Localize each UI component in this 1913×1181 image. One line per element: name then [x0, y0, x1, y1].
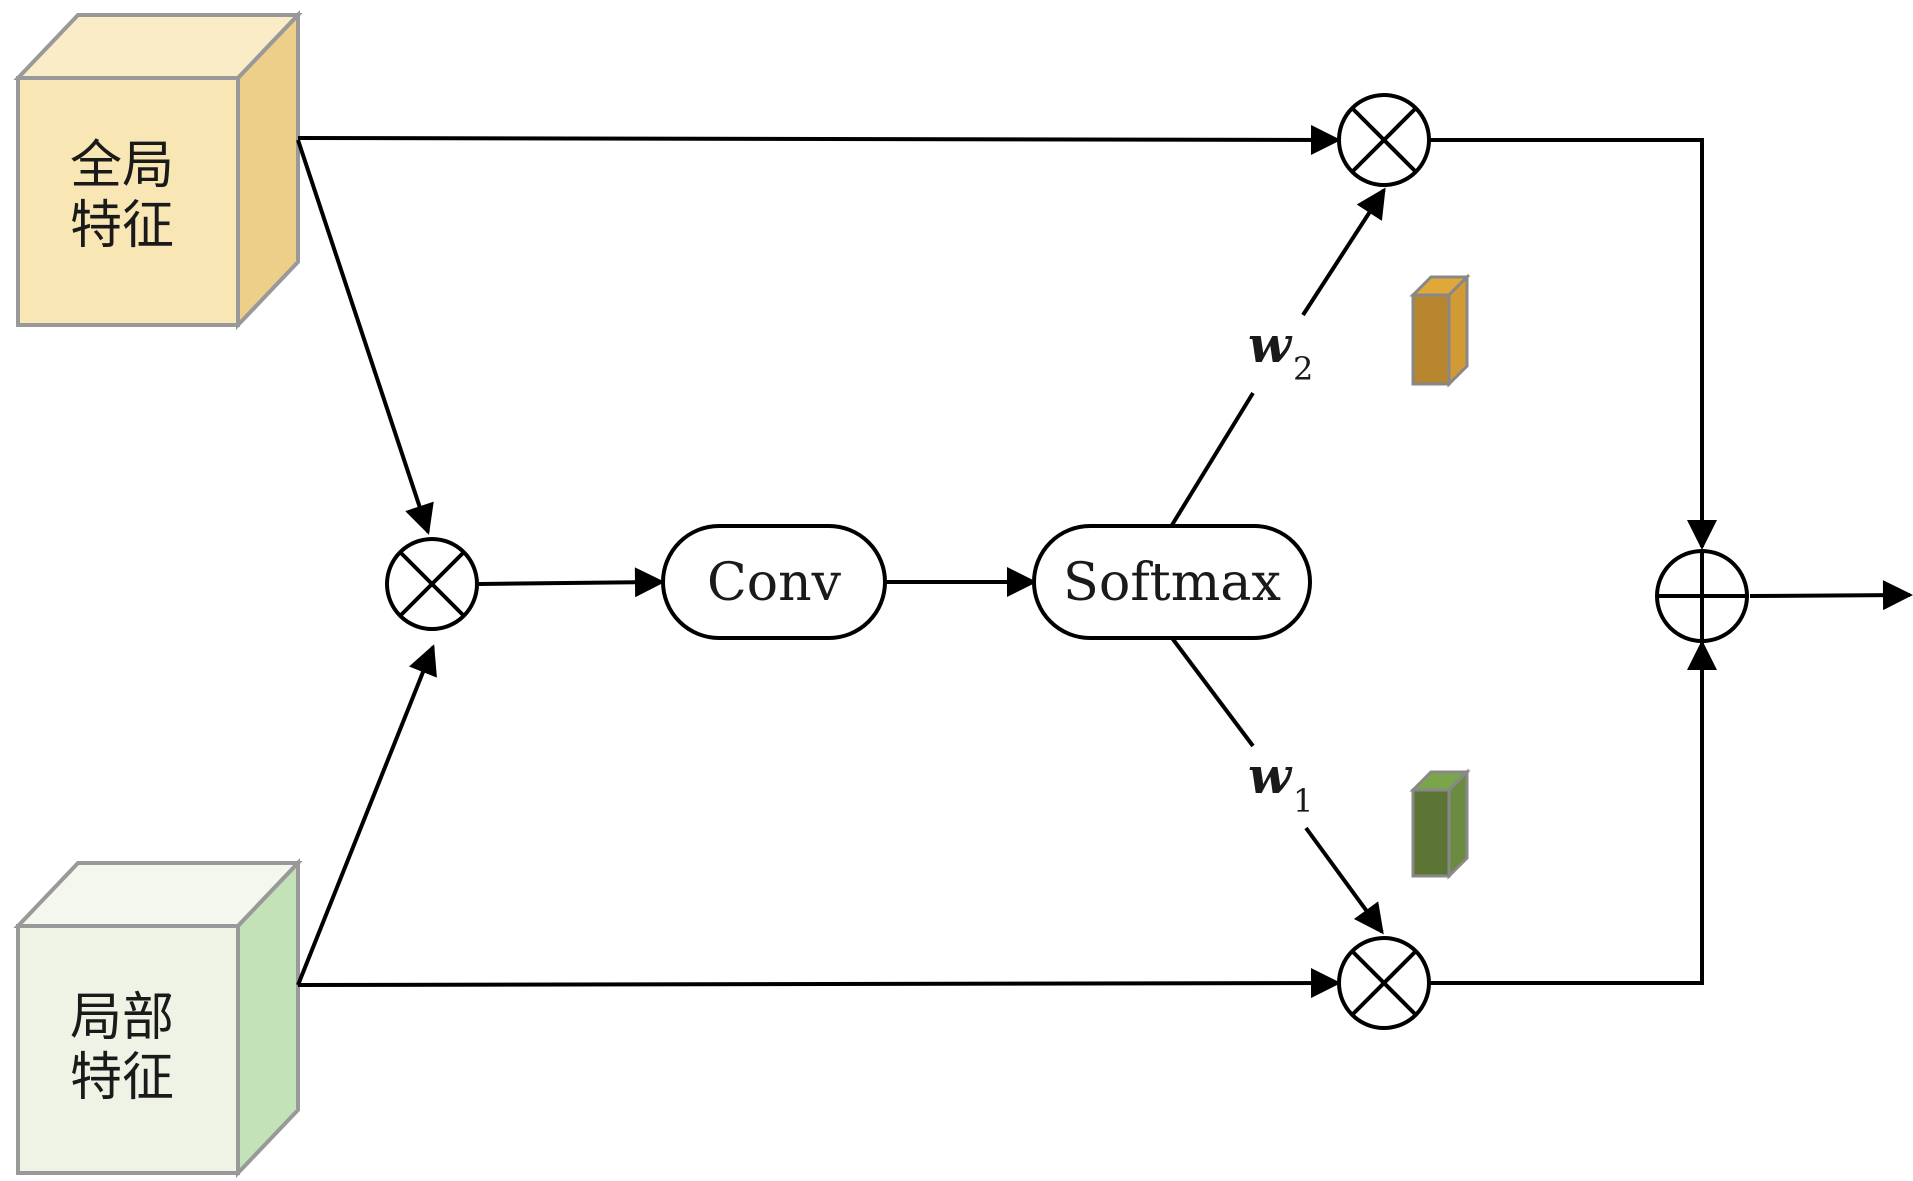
w1-to-bottom-multiply-arrow [1304, 826, 1384, 935]
bottom-multiply-operator [1337, 936, 1431, 1030]
multiply-icon-cross-b [1350, 106, 1418, 174]
w2-weight-bar [1409, 273, 1471, 388]
softmax-to-w1-line [1170, 636, 1255, 748]
w2-bar-side [1447, 273, 1469, 388]
local-feature-label-line1: 局部 [70, 988, 174, 1048]
softmax-to-w2-line [1170, 391, 1255, 527]
conv-node-box [661, 524, 887, 640]
global-feature-label-line1: 全局 [70, 136, 174, 196]
w1-subscript: 1 [1293, 782, 1313, 820]
global-to-top-multiply-arrow [297, 124, 1341, 155]
multiply-icon-cross-b [398, 550, 466, 618]
weight-w2-label: w 2 [1248, 315, 1313, 388]
w2-subscript: 2 [1293, 350, 1313, 388]
multiply-icon-cross-b [1350, 949, 1418, 1017]
connections [296, 124, 1913, 999]
add-to-output-arrow [1749, 580, 1913, 611]
global-feature-label-line2: 特征 [70, 196, 174, 256]
global-block-front [16, 76, 240, 327]
top-multiply-to-add-arrow [1430, 138, 1717, 550]
softmax-node-label: Softmax [1063, 553, 1281, 613]
softmax-node-box [1032, 524, 1312, 640]
top-multiply-operator [1337, 93, 1431, 187]
w1-bar-side [1447, 768, 1469, 880]
add-operator [1655, 549, 1749, 643]
global-feature-block: 全局 特征 [13, 10, 303, 330]
left-multiply-operator [385, 537, 479, 631]
conv-node-label: Conv [707, 553, 842, 613]
w2-symbol: w [1248, 315, 1293, 374]
local-to-left-multiply-arrow [296, 644, 437, 986]
global-to-left-multiply-arrow [296, 139, 434, 535]
w2-bar-front [1411, 293, 1451, 386]
bottom-multiply-to-add-arrow [1430, 640, 1717, 985]
conv-node: Conv [661, 524, 887, 640]
w1-weight-bar [1409, 768, 1471, 880]
w2-to-top-multiply-arrow [1301, 187, 1386, 317]
local-block-front [16, 924, 240, 1175]
w1-bar-front [1411, 788, 1451, 878]
weight-w1-label: w 1 [1248, 746, 1313, 820]
w1-symbol: w [1248, 746, 1293, 805]
multiply-to-conv-arrow [478, 567, 665, 598]
local-feature-label-line2: 特征 [70, 1048, 174, 1108]
local-to-bottom-multiply-arrow [297, 968, 1341, 999]
softmax-node: Softmax [1032, 524, 1312, 640]
local-feature-block: 局部 特征 [13, 858, 303, 1178]
